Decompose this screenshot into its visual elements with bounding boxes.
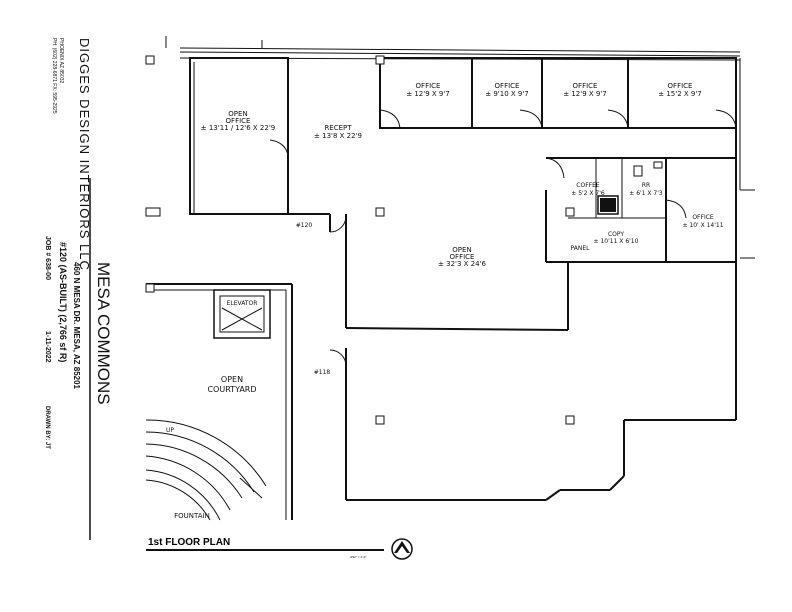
room-recept-label: RECEPT — [324, 124, 352, 132]
walls — [145, 36, 755, 521]
courtyard-sub: COURTYARD — [207, 385, 256, 394]
room-open-office-2-label: OPEN — [452, 246, 471, 254]
room-office-3-label: OFFICE — [573, 82, 598, 90]
door-120-label: #120 — [296, 222, 313, 229]
room-open-office-2-dim: ± 32'3 X 24'6 — [438, 260, 486, 268]
title-block: DIGGES DESIGN INTERIORS LLC PHOENIX AZ 8… — [44, 38, 113, 540]
project-job: JOB # 638-00 — [44, 236, 51, 280]
project-name: MESA COMMONS — [94, 262, 113, 405]
project-drawn-by: DRAWN BY: JT — [44, 406, 50, 449]
room-open-office-1-label: OPEN — [228, 110, 247, 118]
room-office-3-dim: ± 12'9 X 9'7 — [563, 90, 606, 98]
room-office-1-label: OFFICE — [416, 82, 441, 90]
room-rr-dim: ± 6'1 X 7'3 — [629, 190, 663, 197]
room-rr-label: RR — [642, 182, 650, 189]
room-panel-label: PANEL — [571, 245, 591, 252]
company-address: PHOENIX AZ 85032 — [58, 38, 64, 84]
courtyard-label: OPEN — [221, 375, 243, 384]
project-date: 1-11-2022 — [44, 331, 51, 363]
drawing-title-block: 1st FLOOR PLAN 3/32" = 1'-0" — [146, 537, 413, 560]
drawing-scale: 3/32" = 1'-0" — [350, 555, 366, 559]
room-office-5-label: OFFICE — [692, 214, 714, 221]
room-labels: OPEN OFFICE ± 13'11 / 12'6 X 22'9 RECEPT… — [166, 82, 724, 520]
north-arrow-icon — [391, 538, 413, 560]
company-logo: DIGGES DESIGN INTERIORS LLC — [77, 38, 92, 271]
drawing-title: 1st FLOOR PLAN — [148, 537, 230, 548]
elevator-label: ELEVATOR — [227, 300, 258, 307]
room-office-2-label: OFFICE — [495, 82, 520, 90]
project-suite: #120 (AS-BUILT) (2,766 sf R) — [58, 242, 68, 362]
room-coffee-label: COFFEE — [576, 182, 600, 189]
fountain-label: FOUNTAIN — [174, 512, 210, 520]
room-coffee-dim: ± 5'2 X 7'6 — [571, 190, 605, 197]
room-open-office-1-dim: ± 13'11 / 12'6 X 22'9 — [201, 124, 275, 132]
company-phone: PH: (602) 228-6871 FX: 595-2925 — [51, 38, 57, 114]
room-office-4-dim: ± 15'2 X 9'7 — [658, 90, 701, 98]
room-open-office-2-sub: OFFICE — [450, 253, 475, 261]
room-copy-label: COPY — [608, 231, 624, 238]
room-office-4-label: OFFICE — [668, 82, 693, 90]
room-copy-dim: ± 10'11 X 6'10 — [594, 238, 639, 245]
room-recept-dim: ± 13'8 X 22'9 — [314, 132, 362, 140]
room-open-office-1-sub: OFFICE — [226, 117, 251, 125]
room-office-5-dim: ± 10' X 14'11 — [682, 222, 723, 229]
project-address: 460 N MESA DR. MESA, AZ 85201 — [72, 262, 81, 390]
room-office-2-dim: ± 9'10 X 9'7 — [485, 90, 528, 98]
door-118-label: #118 — [314, 369, 331, 376]
room-office-1-dim: ± 12'9 X 9'7 — [406, 90, 449, 98]
stairs-up-label: UP — [166, 427, 174, 434]
